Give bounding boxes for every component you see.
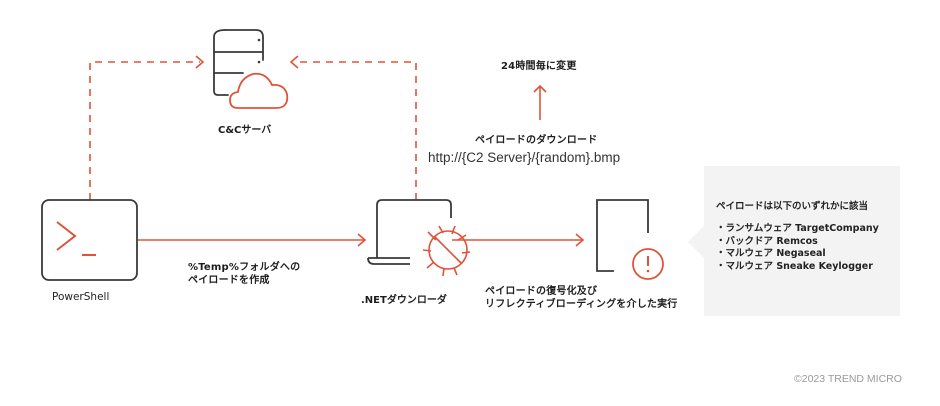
- temp-folder-label-line2: ペイロードを作成: [188, 275, 270, 286]
- url-change-arrow: [533, 84, 547, 120]
- c2-arrowheads: [195, 55, 299, 69]
- payload-note-callout: ペイロードは以下のいずれかに該当 ランサムウェア TargetCompany バ…: [704, 166, 900, 316]
- note-title: ペイロードは以下のいずれかに該当: [716, 201, 869, 212]
- net-downloader-label: .NETダウンローダ: [361, 295, 447, 306]
- payload-family-list: ランサムウェア TargetCompany バックドア Remcos マルウェア…: [716, 223, 879, 273]
- document-alert-icon: [596, 199, 664, 280]
- reflective-loading-label-line2: リフレクティブローディングを介した実行: [485, 299, 678, 310]
- arrowhead-left-icon: [289, 55, 299, 69]
- powershell-label: PowerShell: [52, 291, 110, 303]
- url-change-label: 24時間毎に変更: [501, 61, 577, 72]
- server-cloud-icon: [213, 29, 289, 109]
- downloader-to-c2-dashed-line: [295, 61, 417, 200]
- list-item: マルウェア Negaseal: [716, 248, 879, 261]
- temp-folder-label-line1: %Temp%フォルダへの: [188, 262, 301, 273]
- laptop-malware-icon: [367, 199, 471, 277]
- list-item: マルウェア Sneake Keylogger: [716, 261, 879, 274]
- cnc-server-label: C&Cサーバ: [218, 125, 272, 136]
- note-callout-pointer: [688, 226, 704, 258]
- malware-bug-icon: [422, 225, 471, 277]
- reflective-loading-label-line1: ペイロードの復号化及び: [485, 286, 598, 297]
- list-item: バックドア Remcos: [716, 236, 879, 249]
- powershell-to-downloader-arrow: [138, 233, 367, 247]
- powershell-to-c2-dashed-line: [89, 61, 200, 200]
- downloader-to-payload-arrow: [452, 233, 585, 247]
- c2-connection-lines: [89, 61, 417, 200]
- terminal-prompt-icon: [41, 199, 138, 281]
- payload-url: http://{C2 Server}/{random}.bmp: [428, 150, 621, 165]
- copyright-notice: ©2023 TREND MICRO: [794, 373, 902, 385]
- list-item: ランサムウェア TargetCompany: [716, 223, 879, 236]
- arrowhead-right-icon: [195, 55, 205, 69]
- payload-download-label: ペイロードのダウンロード: [475, 135, 598, 146]
